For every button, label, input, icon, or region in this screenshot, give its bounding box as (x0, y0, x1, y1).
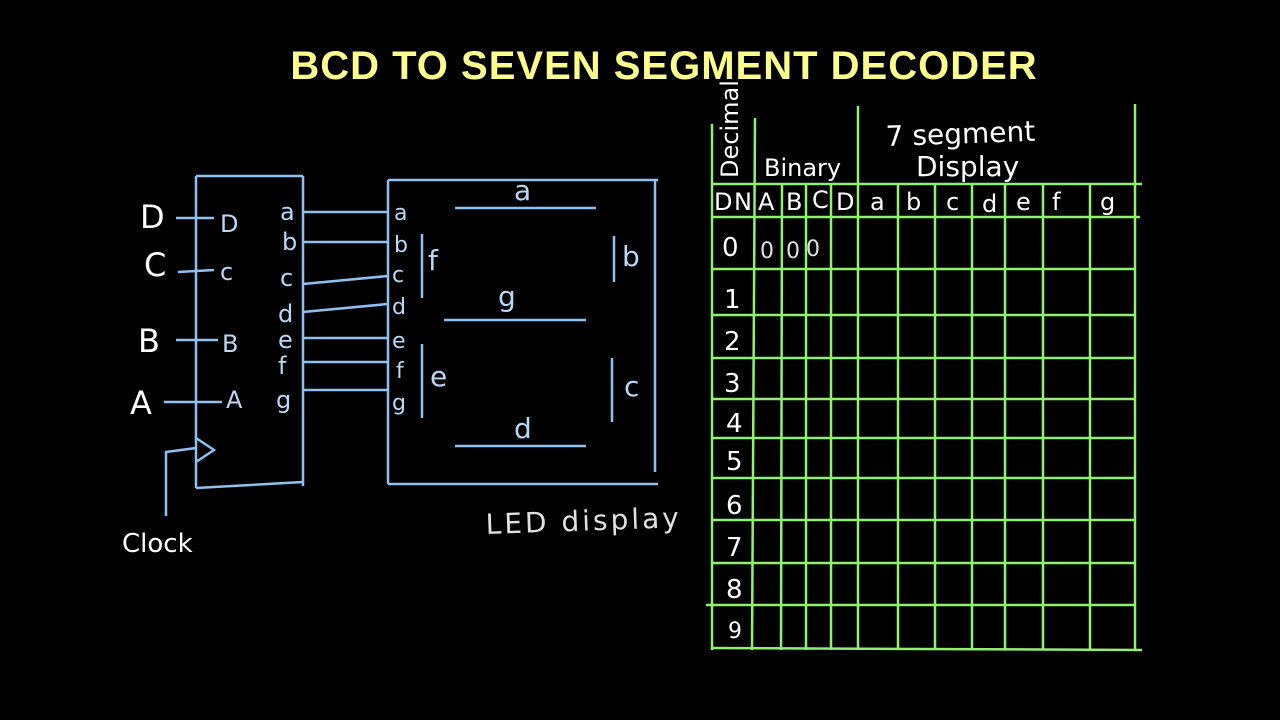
chip-pin-b: B (222, 330, 238, 358)
header-binary: Binary (764, 154, 841, 182)
segment-label-f: f (428, 244, 439, 277)
input-wire-c (177, 268, 215, 274)
col-header-seg-e: e (1016, 188, 1031, 216)
row-0-value-b: 0 (786, 239, 800, 264)
header-7seg-line2: Display (916, 150, 1019, 183)
row-label-6: 6 (726, 491, 743, 521)
segment-label-a: a (514, 174, 531, 207)
table-column-headers: D N A B C D a b c d e f g (714, 186, 1115, 218)
input-label-d: D (140, 198, 165, 236)
col-header-b: B (786, 188, 802, 216)
led-segment-labels: a b c d e f g (428, 174, 640, 445)
input-wires (164, 216, 222, 404)
chip-out-b: b (282, 228, 297, 256)
col-header-seg-d: d (982, 190, 997, 218)
chip-pin-d: D (220, 210, 238, 238)
chip-pin-a: A (226, 386, 243, 414)
row-label-4: 4 (726, 409, 743, 439)
chip-out-a: a (280, 198, 295, 226)
chip-out-g: g (276, 386, 291, 414)
row-label-1: 1 (724, 285, 741, 315)
input-label-b: B (138, 322, 160, 360)
truth-table-grid (706, 104, 1143, 652)
col-header-a: A (758, 188, 775, 216)
led-pin-a: a (394, 201, 407, 226)
led-pin-labels: a b c d e f g (392, 201, 408, 416)
page-title: BCD TO SEVEN SEGMENT DECODER (290, 44, 1038, 88)
chip-input-pin-labels: D c B A (220, 210, 243, 414)
led-segments (420, 206, 616, 448)
decoder-chip (164, 174, 305, 516)
col-header-n: N (734, 188, 752, 216)
wire-c (302, 274, 389, 286)
row-label-7: 7 (726, 533, 743, 563)
header-decimal: Decimal (716, 80, 744, 178)
header-7seg-line1: 7 segment (885, 115, 1036, 153)
led-pin-e: e (392, 329, 406, 354)
chip-out-e: e (278, 326, 293, 354)
row-0-values: 0 0 0 (760, 237, 820, 264)
led-display-caption: LED display (485, 501, 682, 541)
clock-label: Clock (122, 529, 193, 559)
input-label-a: A (130, 384, 152, 422)
chip-output-pin-labels: a b c d e f g (276, 198, 297, 414)
led-pin-f: f (396, 359, 405, 384)
input-label-c: C (144, 246, 166, 284)
chip-out-c: c (280, 264, 293, 292)
chip-out-f: f (278, 352, 287, 380)
col-header-seg-g: g (1100, 188, 1115, 216)
led-display-box (386, 178, 658, 486)
chip-out-d: d (278, 300, 293, 328)
row-label-9: 9 (728, 619, 742, 644)
wire-d (302, 302, 389, 314)
chip-pin-c: c (220, 258, 233, 286)
col-header-seg-b: b (906, 188, 921, 216)
segment-label-g: g (498, 280, 516, 313)
row-label-5: 5 (726, 447, 743, 477)
col-header-seg-a: a (870, 188, 885, 216)
led-pin-d: d (392, 295, 406, 320)
col-header-d2: D (836, 188, 854, 216)
connection-wires (302, 210, 389, 392)
led-pin-g: g (392, 391, 406, 416)
segment-label-e: e (430, 360, 447, 393)
segment-label-d: d (514, 412, 532, 445)
col-header-c: C (812, 186, 829, 214)
segment-label-b: b (622, 240, 640, 273)
external-input-labels: D C B A (130, 198, 166, 422)
row-0-value-c: 0 (806, 237, 820, 262)
col-header-seg-c: c (946, 188, 959, 216)
row-0-value-a: 0 (760, 239, 774, 264)
row-label-8: 8 (726, 575, 743, 605)
row-label-2: 2 (724, 327, 741, 357)
led-pin-c: c (392, 263, 404, 288)
led-pin-b: b (394, 233, 408, 258)
segment-label-c: c (624, 370, 639, 403)
col-header-d: D (714, 188, 732, 216)
row-label-3: 3 (724, 369, 741, 399)
table-row-labels: 0 1 2 3 4 5 6 7 8 9 (722, 233, 743, 644)
row-label-0: 0 (722, 233, 739, 263)
col-header-seg-f: f (1052, 188, 1061, 216)
